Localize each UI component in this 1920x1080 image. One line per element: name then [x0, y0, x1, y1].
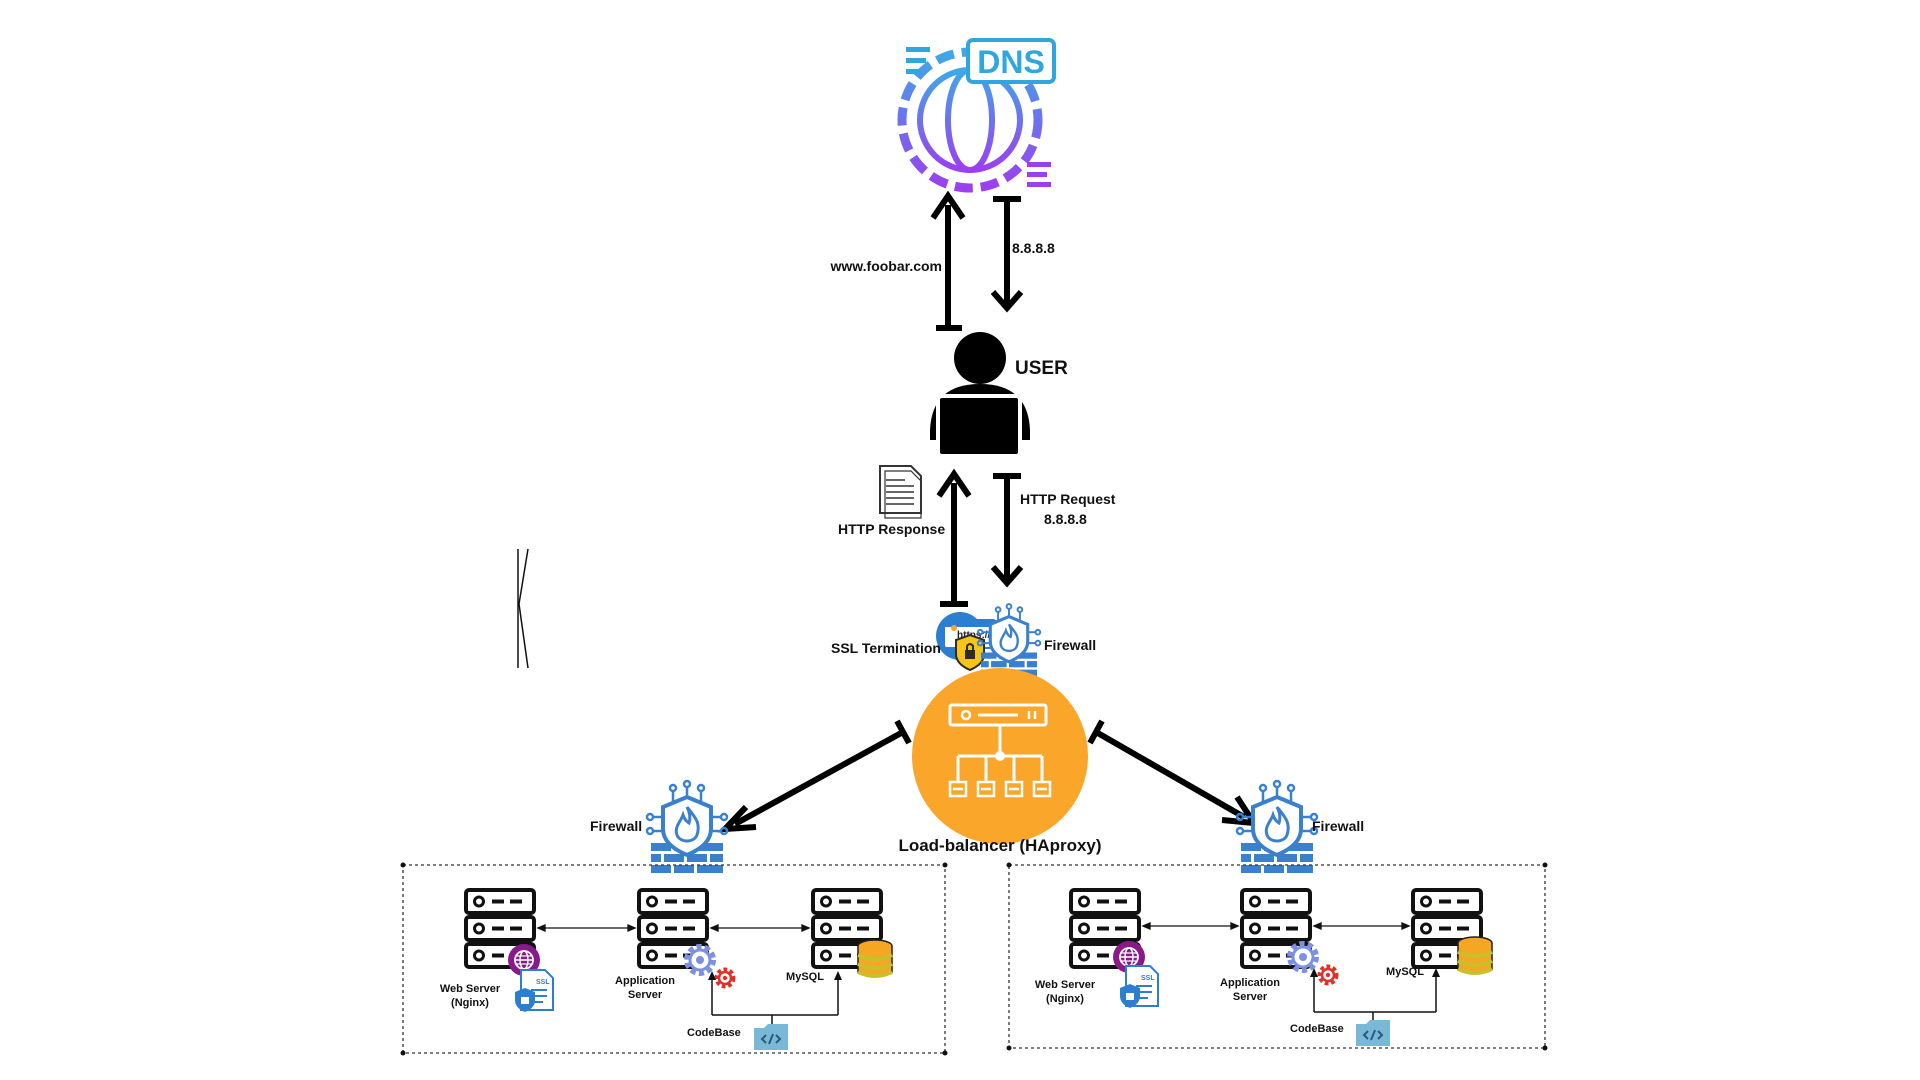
cluster-right: Firewall SSL Web Server (Nginx) Applicat…	[1006, 779, 1548, 1051]
document-icon	[879, 465, 922, 519]
cluster-right-app-server-label: Application	[1220, 977, 1280, 989]
cluster-left-codebase-links	[711, 976, 839, 1028]
cluster-right-web-server-sub-label: (Nginx)	[1046, 993, 1084, 1005]
cluster-right-boundary	[1008, 864, 1546, 1049]
lb-to-left-arrow	[717, 719, 912, 833]
http-response-label: HTTP Response	[838, 521, 945, 537]
cluster-left-gear-icon	[687, 947, 713, 973]
cluster-right-link-app-db	[1312, 922, 1411, 930]
cluster-left-ssl-certificate-icon	[514, 969, 554, 1013]
cluster-left-firewall-label: Firewall	[590, 818, 642, 834]
dns-label: DNS	[977, 44, 1045, 80]
cluster-left: Firewall SSL Web Server (Nginx) Applicat…	[400, 779, 948, 1056]
http-request-ip-label: 8.8.8.8	[1044, 511, 1087, 527]
cluster-left-link-app-db	[709, 924, 811, 932]
dns-badge: DNS	[966, 38, 1056, 84]
cluster-right-app-server-sub-label: Server	[1233, 991, 1268, 1003]
cluster-left-db-label: MySQL	[786, 971, 824, 983]
cluster-right-codebase-links	[1313, 973, 1437, 1024]
user-laptop-icon	[930, 332, 1030, 458]
cluster-left-boundary	[402, 864, 946, 1054]
load-balancer-label: Load-balancer (HAproxy)	[898, 836, 1101, 855]
cluster-right-db-label: MySQL	[1386, 966, 1424, 978]
ssl-termination-label: SSL Termination	[831, 640, 941, 656]
cluster-right-web-server-label: Web Server	[1035, 979, 1096, 991]
cluster-right-ssl-certificate-icon	[1119, 965, 1159, 1009]
dns-query-arrow	[930, 190, 966, 331]
cluster-left-app-server-sub-label: Server	[628, 989, 663, 1001]
cluster-left-app-server-label: Application	[615, 975, 675, 987]
cluster-right-firewall-label: Firewall	[1312, 818, 1364, 834]
cluster-left-gear-small-icon	[717, 970, 733, 986]
cluster-right-database-icon	[1456, 935, 1494, 975]
cluster-right-firewall-icon	[1235, 779, 1319, 875]
lb-to-right-arrow	[1087, 719, 1260, 827]
cluster-right-link-web-app	[1141, 922, 1240, 930]
load-balancer-icon	[912, 668, 1088, 844]
cluster-right-code-folder-icon	[1355, 1019, 1391, 1047]
cluster-left-ssl-cert-label: SSL	[536, 979, 550, 986]
cluster-left-code-folder-icon	[753, 1023, 789, 1051]
cluster-left-firewall-icon	[645, 779, 729, 875]
dns-answer-label: 8.8.8.8	[1012, 240, 1055, 256]
cluster-left-web-server-label: Web Server	[440, 983, 501, 995]
cluster-left-codebase-label: CodeBase	[687, 1027, 741, 1039]
cluster-right-codebase-label: CodeBase	[1290, 1023, 1344, 1035]
dns-query-label: www.foobar.com	[830, 258, 943, 274]
lb-firewall-label: Firewall	[1044, 637, 1096, 653]
user-label: USER	[1015, 358, 1068, 379]
http-response-arrow	[936, 468, 972, 607]
cluster-right-ssl-cert-label: SSL	[1141, 975, 1155, 982]
ssl-certificate-icon: https://	[936, 612, 997, 672]
stray-shape	[517, 548, 529, 669]
cluster-right-gear-small-icon	[1320, 967, 1336, 983]
cluster-left-database-icon	[856, 938, 894, 978]
dns-answer-arrow	[990, 196, 1024, 313]
http-request-arrow	[990, 473, 1024, 588]
cluster-left-link-web-app	[536, 924, 637, 932]
http-request-label: HTTP Request	[1020, 491, 1116, 507]
cluster-left-web-server-sub-label: (Nginx)	[451, 997, 489, 1009]
